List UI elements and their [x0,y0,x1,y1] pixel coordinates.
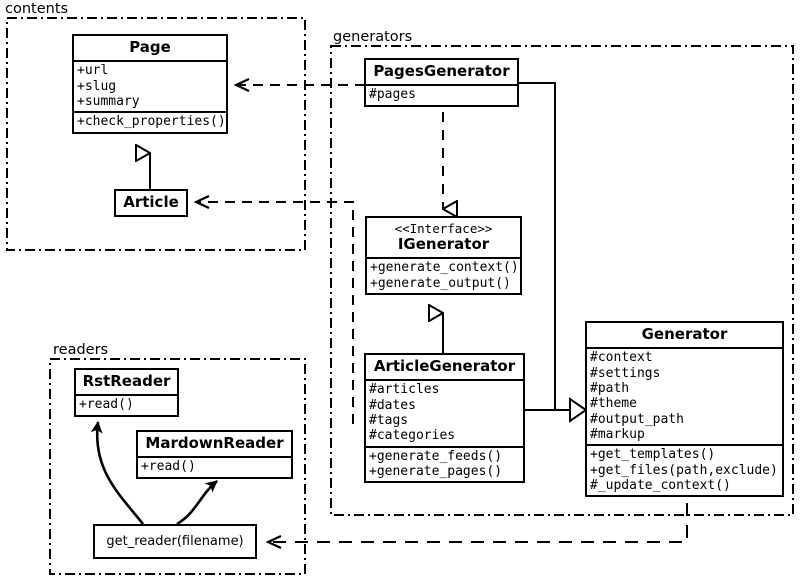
class-methods-mardown-reader: +read() [138,456,291,476]
class-name-mardown-reader: MardownReader [145,434,284,452]
attribute-row: #pages [369,87,416,103]
relation-articlegenerator-generalizes-generator [525,397,588,423]
class-name-page: Page [129,38,171,56]
attribute-row: #theme [590,396,637,412]
class-methods-page: +check_properties() [74,111,226,131]
class-name-rst-reader: RstReader [82,372,171,390]
class-attributes-page: +url +slug +summary [74,60,226,111]
class-box-rst-reader[interactable]: RstReader +read() [74,368,179,417]
attribute-row: +summary [77,93,140,109]
attribute-row: #settings [590,365,661,381]
method-row: +generate_output() [370,275,511,291]
class-box-article[interactable]: Article [114,189,188,218]
method-row: +get_templates() [590,447,716,463]
package-label-generators: generators [333,29,413,45]
class-name-igenerator: <<Interface>> IGenerator [367,218,520,257]
class-name-pages-generator: PagesGenerator [373,62,510,80]
package-border-generators [330,45,794,516]
method-row: #_update_context() [590,477,731,493]
class-methods-article-generator: +generate_feeds() +generate_pages() [366,445,523,482]
class-name-article-generator: ArticleGenerator [373,357,516,375]
relation-pagesgenerator-generalizes-generator [519,82,570,411]
class-attributes-generator: #context #settings #path #theme #output_… [587,347,782,444]
attribute-row: #tags [369,412,409,428]
method-row: +get_files(path,exclude) [590,462,778,478]
class-attributes-pages-generator: #pages [366,84,517,104]
method-row: +generate_context() [370,260,519,276]
attribute-row: #output_path [590,411,684,427]
class-attributes-article-generator: #articles #dates #tags #categories [366,379,523,445]
attribute-row: #path [590,380,630,396]
attribute-row: #dates [369,397,416,413]
class-methods-generator: +get_templates() +get_files(path,exclude… [587,444,782,495]
attribute-row: +slug [77,78,117,94]
package-border-readers [49,358,306,575]
relation-getreader-uses-mardownreader [176,479,218,526]
package-border-contents [6,17,306,251]
attribute-row: #articles [369,382,440,398]
class-methods-rst-reader: +read() [76,394,177,414]
class-name-article: Article [123,193,179,211]
function-label-get-reader: get_reader(filename) [106,534,244,549]
class-methods-igenerator: +generate_context() +generate_output() [367,257,520,293]
method-row: +generate_pages() [369,463,503,479]
method-row: +generate_feeds() [369,448,503,464]
relation-getreader-uses-rstreader [90,421,145,525]
function-box-get-reader[interactable]: get_reader(filename) [93,524,257,559]
method-row: +check_properties() [77,114,226,130]
method-row: +read() [141,459,196,475]
class-box-pages-generator[interactable]: PagesGenerator #pages [364,58,519,107]
class-name-igenerator-text: IGenerator [397,235,490,253]
package-label-contents: contents [5,1,69,17]
class-name-generator: Generator [641,325,728,343]
class-box-igenerator[interactable]: <<Interface>> IGenerator +generate_conte… [365,216,522,295]
attribute-row: #categories [369,428,456,444]
package-label-readers: readers [53,342,109,358]
class-stereotype-igenerator: <<Interface>> [394,221,493,236]
relation-articlegenerator-depends-article [196,202,354,424]
attribute-row: +url [77,63,109,79]
class-box-page[interactable]: Page +url +slug +summary +check_properti… [72,34,228,134]
class-box-article-generator[interactable]: ArticleGenerator #articles #dates #tags … [364,353,525,484]
class-box-mardown-reader[interactable]: MardownReader +read() [136,430,293,479]
method-row: +read() [79,397,134,413]
attribute-row: #context [590,350,653,366]
relation-generator-depends-getreader [268,503,688,542]
attribute-row: #markup [590,426,645,442]
class-box-generator[interactable]: Generator #context #settings #path #them… [585,321,784,498]
